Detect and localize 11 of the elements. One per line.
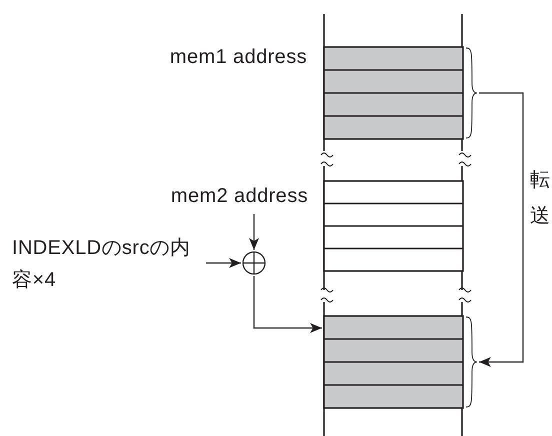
memory-block	[323, 46, 479, 140]
address-label: mem1 address	[168, 45, 307, 70]
arrow	[206, 258, 241, 268]
address-label: mem2 address	[130, 180, 308, 212]
arrow	[249, 214, 259, 250]
memory-block	[323, 315, 479, 409]
arrow	[253, 276, 322, 333]
memory-block	[323, 180, 463, 272]
adder-symbol	[242, 251, 266, 275]
index-label: INDEXLDのsrcの内容×4	[12, 232, 204, 296]
arrow	[479, 92, 524, 367]
